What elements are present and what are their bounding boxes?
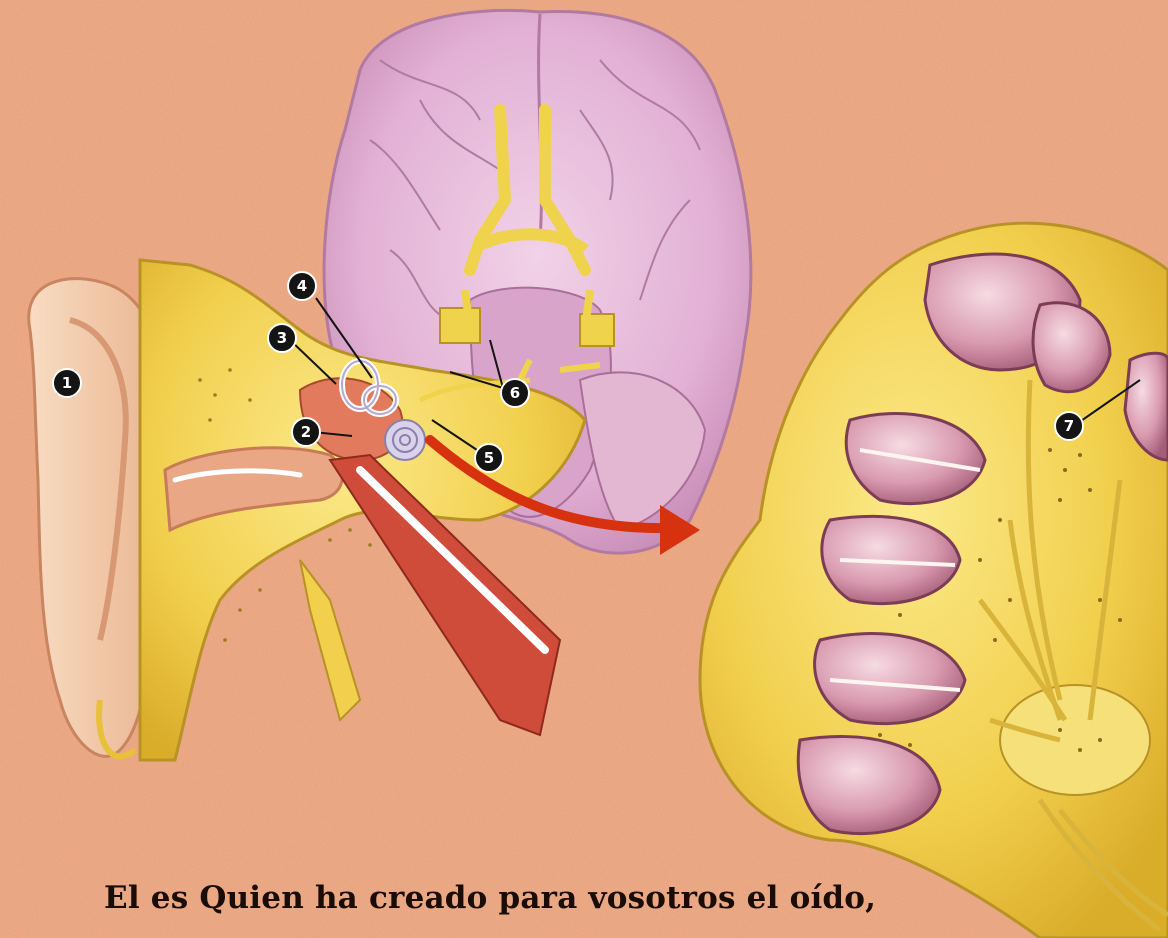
callout-6: 6 [501, 379, 529, 407]
callout-5: 5 [475, 444, 503, 472]
callout-2: 2 [292, 418, 320, 446]
callout-1: 1 [53, 369, 81, 397]
callout-3: 3 [268, 324, 296, 352]
callout-4-label: 4 [297, 277, 307, 295]
callout-3-label: 3 [277, 329, 287, 347]
caption-text: El es Quien ha creado para vosotros el o… [104, 880, 1104, 932]
callout-5-label: 5 [484, 449, 494, 467]
callout-6-label: 6 [510, 384, 520, 402]
callout-7: 7 [1055, 412, 1083, 440]
callout-2-label: 2 [301, 423, 311, 441]
callout-4: 4 [288, 272, 316, 300]
callout-1-label: 1 [62, 374, 72, 392]
callout-7-label: 7 [1064, 417, 1074, 435]
